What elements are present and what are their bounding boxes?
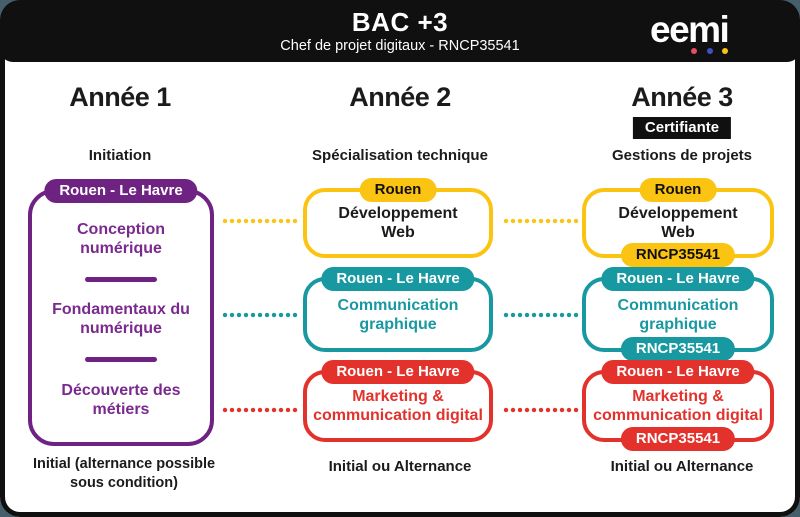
program-level-title: BAC +3 (351, 7, 449, 37)
year1-subtitle: Initiation (88, 147, 152, 164)
year3-marketing-rncp-pill: RNCP35541 (620, 427, 736, 451)
year1-module-2: Fondamentaux du numérique (52, 301, 190, 338)
year1-program-box: Rouen - Le Havre Conception numérique Fo… (28, 179, 214, 446)
year3-dev-web-box: Rouen Développement Web RNCP35541 (582, 178, 774, 267)
eemi-logo: eemi (650, 10, 750, 58)
year3-com-graphique-rncp-pill: RNCP35541 (620, 337, 736, 361)
logo-dot-blue-icon (707, 48, 713, 54)
year3-mode-label: Initial ou Alternance (610, 458, 754, 475)
year2-marketing-campus-pill: Rouen - Le Havre (321, 360, 475, 384)
year2-marketing-box: Rouen - Le Havre Marketing & communicati… (303, 360, 493, 442)
year3-title: Année 3 (631, 82, 733, 112)
certifiante-badge: Certifiante (632, 117, 732, 139)
header-title-block: BAC +3 Chef de projet digitaux - RNCP355… (0, 7, 800, 55)
year1-module-1: Conception numérique (77, 220, 165, 257)
logo-dot-yellow-icon (722, 48, 728, 54)
eemi-logo-text: eemi (650, 9, 730, 50)
year2-mode-label: Initial ou Alternance (328, 458, 472, 475)
year2-com-graphique-campus-pill: Rouen - Le Havre (321, 267, 475, 291)
year2-subtitle: Spécialisation technique (312, 147, 488, 164)
year1-mode-label: Initial (alternance possible sous condit… (32, 456, 216, 491)
connector-red-dots-1 (222, 407, 299, 413)
year3-marketing-box: Rouen - Le Havre Marketing & communicati… (582, 360, 774, 451)
year3-dev-web-rncp-pill: RNCP35541 (620, 243, 736, 267)
year2-dev-web-label: Développement Web (338, 205, 458, 241)
year3-marketing-label: Marketing & communication digital (593, 388, 763, 424)
connector-yellow-dots-1 (222, 218, 299, 224)
year3-marketing-campus-pill: Rouen - Le Havre (601, 360, 755, 384)
logo-dot-red-icon (691, 48, 697, 54)
program-subtitle: Chef de projet digitaux - RNCP35541 (280, 38, 520, 54)
header-bar: BAC +3 Chef de projet digitaux - RNCP355… (0, 0, 800, 62)
year1-title: Année 1 (69, 82, 171, 112)
divider (85, 276, 157, 282)
year2-title: Année 2 (349, 82, 451, 112)
year3-dev-web-label: Développement Web (618, 205, 738, 241)
year3-com-graphique-campus-pill: Rouen - Le Havre (601, 267, 755, 291)
year2-dev-web-campus-pill: Rouen (359, 178, 437, 202)
connector-yellow-dots-2 (503, 218, 579, 224)
year2-dev-web-box: Rouen Développement Web (303, 178, 493, 258)
year3-dev-web-campus-pill: Rouen (639, 178, 717, 202)
year3-subtitle: Gestions de projets (611, 147, 753, 164)
year1-module-3: Découverte des métiers (61, 382, 181, 419)
year2-com-graphique-label: Communication graphique (337, 296, 459, 333)
year2-com-graphique-box: Rouen - Le Havre Communication graphique (303, 267, 493, 352)
connector-teal-dots-2 (503, 312, 579, 318)
year3-com-graphique-label: Communication graphique (617, 296, 739, 333)
year1-campus-pill: Rouen - Le Havre (44, 179, 198, 203)
year2-marketing-label: Marketing & communication digital (313, 388, 483, 424)
connector-teal-dots-1 (222, 312, 299, 318)
year3-com-graphique-box: Rouen - Le Havre Communication graphique… (582, 267, 774, 361)
connector-red-dots-2 (503, 407, 579, 413)
divider (85, 357, 157, 363)
